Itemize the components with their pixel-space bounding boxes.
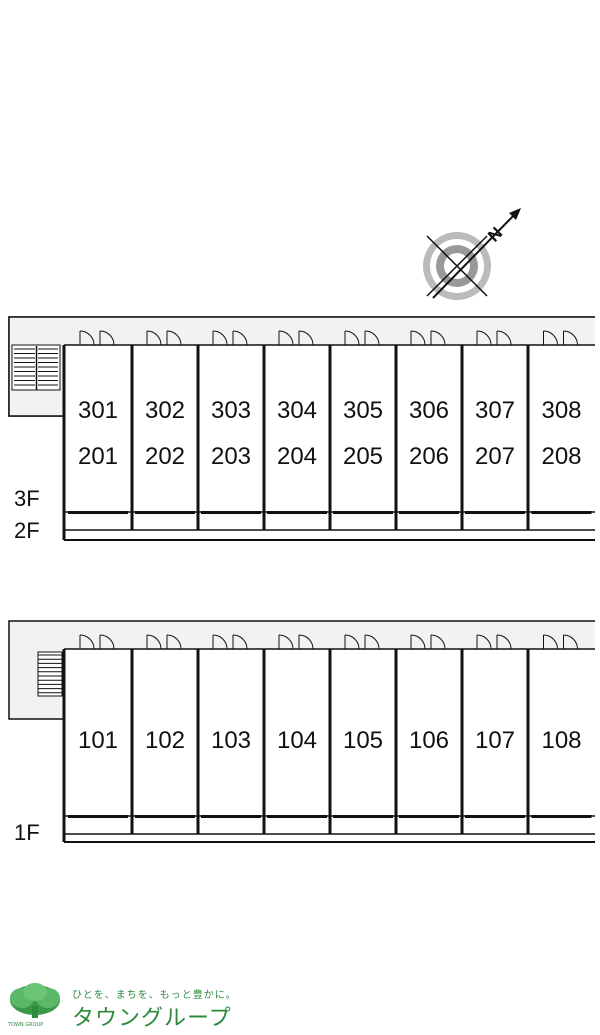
door-icon: [79, 634, 115, 650]
balcony-window: [531, 511, 592, 514]
room-number-201: 201: [78, 443, 118, 470]
door-icon: [146, 634, 182, 650]
room-number-103: 103: [211, 727, 251, 754]
room-number-202: 202: [145, 443, 185, 470]
room-number-101: 101: [78, 727, 118, 754]
floor-label-3f: 3F: [14, 486, 40, 511]
room-number-204: 204: [277, 443, 317, 470]
staircase-icon: [37, 651, 63, 697]
door-icon: [212, 330, 248, 346]
room-number-302: 302: [145, 397, 185, 424]
door-icon: [146, 330, 182, 346]
ground-floor-block: 101 102 103 104 105 106 107 108 1F: [8, 620, 595, 845]
room-number-208: 208: [541, 443, 581, 470]
balcony-window: [68, 511, 128, 514]
balcony-window: [135, 511, 195, 514]
room-number-206: 206: [409, 443, 449, 470]
room-number-305: 305: [343, 397, 383, 424]
door-icon: [410, 634, 446, 650]
balcony-window: [267, 511, 327, 514]
door-icon: [410, 330, 446, 346]
room-number-107: 107: [475, 727, 515, 754]
upper-floor-block: 301 302 303 304 305 306 307 308 201 202 203 204 205 2…: [8, 316, 595, 543]
staircase-icon: [11, 344, 61, 391]
logo-tagline: ひとを、まちを、もっと豊かに。: [72, 990, 237, 1001]
door-icon: [278, 634, 314, 650]
floor-label-2f: 2F: [14, 518, 40, 543]
room-number-203: 203: [211, 443, 251, 470]
room-number-105: 105: [343, 727, 383, 754]
room-number-102: 102: [145, 727, 185, 754]
balcony-window: [399, 511, 459, 514]
balcony-window: [399, 815, 459, 818]
room-number-308: 308: [541, 397, 581, 424]
balcony-window: [135, 815, 195, 818]
door-icon: [278, 330, 314, 346]
balcony-window: [68, 815, 128, 818]
room-number-205: 205: [343, 443, 383, 470]
room-number-108: 108: [541, 727, 581, 754]
balcony-window: [531, 815, 592, 818]
balcony-window: [201, 815, 261, 818]
logo-brand: タウングループ: [72, 1006, 232, 1031]
room-number-207: 207: [475, 443, 515, 470]
compass-icon: N: [423, 208, 521, 300]
town-group-logo: ひとを、まちを、もっと豊かに。 タウングループ TOWN GROUP: [4, 982, 304, 1032]
door-icon: [79, 330, 115, 346]
balcony-window: [333, 511, 393, 514]
door-icon: [344, 634, 380, 650]
room-number-106: 106: [409, 727, 449, 754]
balcony-window: [465, 511, 525, 514]
room-number-301: 301: [78, 397, 118, 424]
floor-label-1f: 1F: [14, 820, 40, 845]
door-icon: [476, 634, 512, 650]
logo-subtext: TOWN GROUP: [8, 1022, 44, 1028]
balcony-window: [333, 815, 393, 818]
balcony-window: [465, 815, 525, 818]
room-number-306: 306: [409, 397, 449, 424]
balcony-window: [201, 511, 261, 514]
balcony-window: [267, 815, 327, 818]
room-number-303: 303: [211, 397, 251, 424]
door-icon: [543, 634, 578, 650]
room-number-304: 304: [277, 397, 317, 424]
tree-logo-icon: [10, 983, 60, 1018]
room-number-104: 104: [277, 727, 317, 754]
door-icon: [476, 330, 512, 346]
door-icon: [344, 330, 380, 346]
door-icon: [212, 634, 248, 650]
room-number-307: 307: [475, 397, 515, 424]
door-icon: [543, 330, 578, 346]
